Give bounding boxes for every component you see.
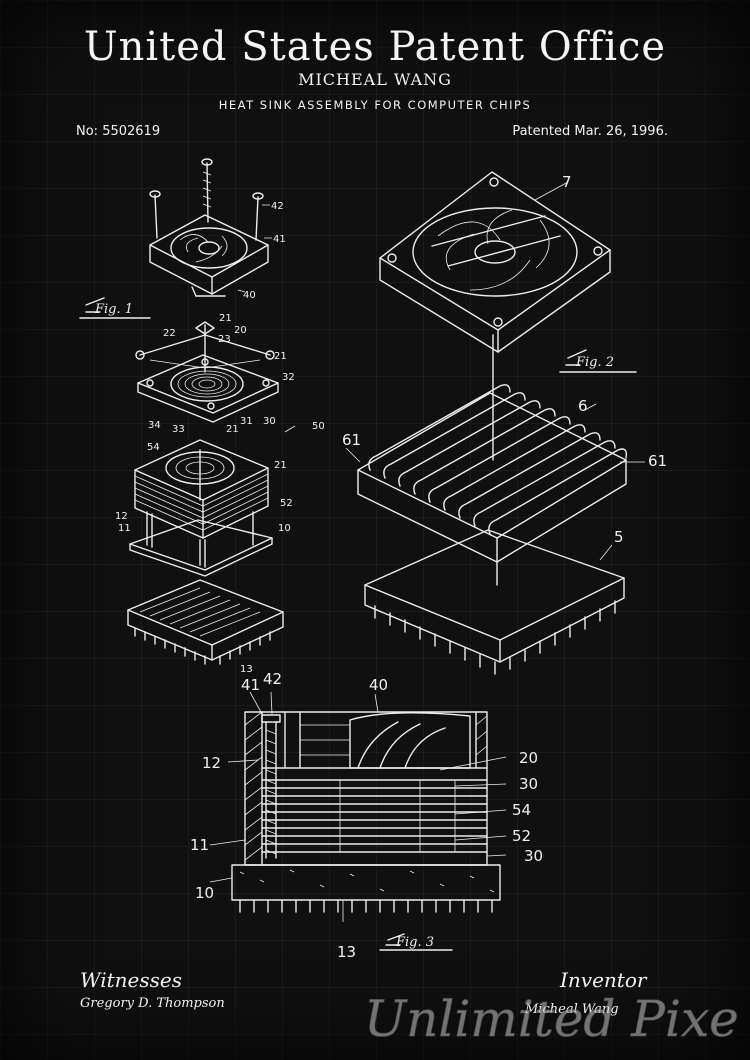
fig1-caption: Fig. 1 [94, 302, 133, 317]
ref3-13: 13 [337, 943, 356, 961]
ref3-30b: 30 [524, 847, 543, 865]
ref-20: 20 [234, 325, 247, 336]
ref3-40: 40 [369, 676, 388, 694]
fig2-heatsink [357, 384, 628, 586]
fig3-fin-layers [261, 767, 488, 853]
fig1-heatsink [134, 439, 269, 539]
ref-30: 30 [263, 416, 276, 427]
fig1-drawing: 42 41 40 21 22 23 20 21 32 34 33 31 30 2… [79, 158, 325, 675]
ref-13: 13 [240, 664, 253, 675]
watermark-logo: Unlimited Pixel [364, 990, 741, 1049]
page-title: United States Patent Office [83, 24, 667, 70]
fig3-leaders [209, 691, 507, 922]
ref-32: 32 [282, 372, 295, 383]
ref3-12: 12 [202, 754, 221, 772]
ref-33: 33 [172, 424, 185, 435]
ref-21b: 21 [274, 351, 287, 362]
ref-61-left: 61 [342, 431, 361, 449]
ref3-20: 20 [519, 749, 538, 767]
fig2-fan [379, 171, 611, 461]
ref-6: 6 [578, 397, 588, 415]
ref-50: 50 [312, 421, 325, 432]
fig2-label: Fig. 2 [559, 349, 637, 373]
ref-54: 54 [147, 442, 160, 453]
ref-11: 11 [118, 523, 131, 534]
ref-41: 41 [273, 234, 286, 245]
ref3-54: 54 [512, 801, 531, 819]
ref-23: 23 [218, 334, 231, 345]
fig1-clip [135, 321, 275, 373]
ref3-52: 52 [512, 827, 531, 845]
ref-12: 12 [115, 511, 128, 522]
ref-22: 22 [163, 328, 176, 339]
ref-61-right: 61 [648, 452, 667, 470]
patent-date: Patented Mar. 26, 1996. [512, 124, 668, 139]
ref-7: 7 [562, 173, 572, 191]
fig1-label: Fig. 1 [79, 297, 151, 319]
patent-number: No: 5502619 [76, 124, 161, 139]
fig1-screws [149, 158, 264, 241]
fig1-base [129, 511, 273, 577]
fig1-leaders [237, 204, 296, 433]
ref-42: 42 [271, 201, 284, 212]
ref-21c: 21 [226, 424, 239, 435]
ref-40: 40 [243, 290, 256, 301]
fig3-caption: Fig. 3 [395, 935, 434, 950]
fig1-chip [127, 579, 284, 665]
inventor-name: MICHEAL WANG [298, 70, 452, 89]
ref3-11: 11 [190, 836, 209, 854]
patent-subtitle: HEAT SINK ASSEMBLY FOR COMPUTER CHIPS [218, 98, 532, 112]
ref-34: 34 [148, 420, 161, 431]
ref3-41: 41 [241, 676, 260, 694]
watermark-text: Unlimited Pixel [364, 990, 740, 1048]
ref-21: 21 [219, 313, 232, 324]
fig2-drawing: 7 6 61 61 5 Fig. 2 [342, 171, 667, 675]
fig3-drawing: 41 42 40 12 20 30 54 11 52 30 10 13 Fig.… [190, 670, 543, 961]
fig3-screw [261, 714, 281, 859]
inventor-signature: Micheal Wang [525, 1002, 619, 1017]
ref3-42: 42 [263, 670, 282, 688]
fig3-label: Fig. 3 [379, 933, 453, 951]
fig2-chip [364, 529, 625, 675]
ref3-10: 10 [195, 884, 214, 902]
ref-31: 31 [240, 416, 253, 427]
inventor-label: Inventor [560, 968, 647, 992]
ref-52: 52 [280, 498, 293, 509]
witness-name: Gregory D. Thompson [80, 996, 225, 1011]
fig2-fins [368, 384, 628, 535]
ref-21d: 21 [274, 460, 287, 471]
fig1-plate [137, 354, 279, 423]
fig1-fan [149, 214, 269, 297]
ref3-30: 30 [519, 775, 538, 793]
ref-5: 5 [614, 528, 624, 546]
fig2-caption: Fig. 2 [575, 355, 614, 370]
witnesses-label: Witnesses [80, 968, 182, 992]
ref-10: 10 [278, 523, 291, 534]
